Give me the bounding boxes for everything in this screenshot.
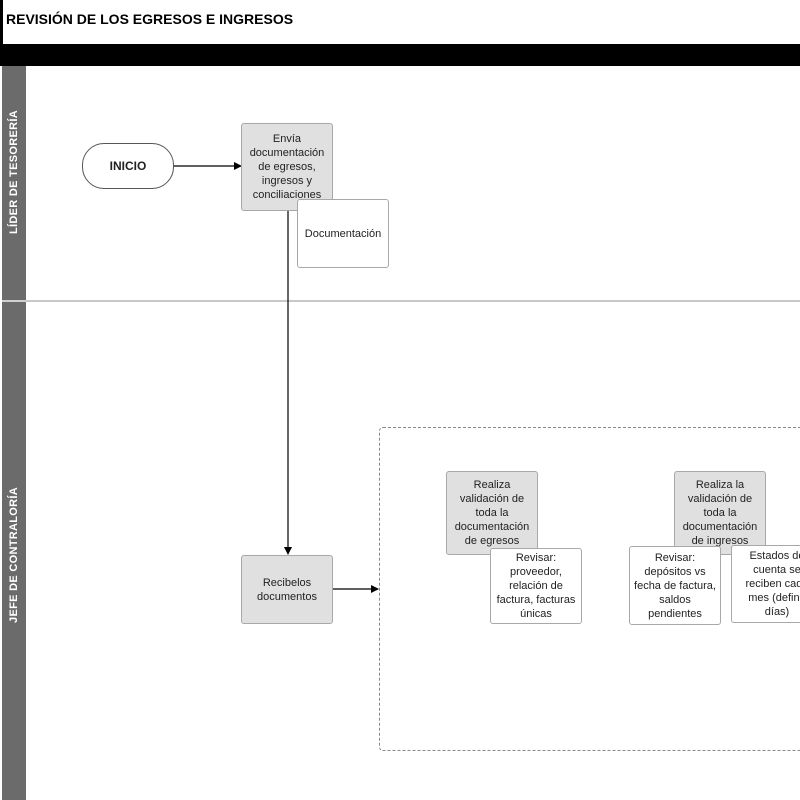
lane-label-strip xyxy=(2,66,26,800)
validate-expenses-process: Realiza validación de toda la documentac… xyxy=(446,471,538,555)
diagram-title-bar: REVISIÓN DE LOS EGRESOS E INGRESOS xyxy=(0,0,800,44)
lane-strip-divider xyxy=(2,300,26,302)
send-documentation-process: Envía documentación de egresos, ingresos… xyxy=(241,123,333,211)
diagram-title: REVISIÓN DE LOS EGRESOS E INGRESOS xyxy=(6,11,294,27)
start-terminator: INICIO xyxy=(82,143,174,189)
documentation-document: Documentación xyxy=(297,199,389,268)
validation-subprocess-group xyxy=(379,427,800,751)
bank-statements-note: Estados de cuenta se reciben cada mes (d… xyxy=(731,545,800,623)
receive-documents-process: Recibelos documentos xyxy=(241,555,333,624)
validate-income-process: Realiza la validación de toda la documen… xyxy=(674,471,766,555)
lane-divider xyxy=(26,300,800,302)
review-income-note: Revisar: depósitos vs fecha de factura, … xyxy=(629,546,721,625)
review-expenses-note: Revisar: proveedor, relación de factura,… xyxy=(490,548,582,624)
header-band xyxy=(0,44,800,66)
